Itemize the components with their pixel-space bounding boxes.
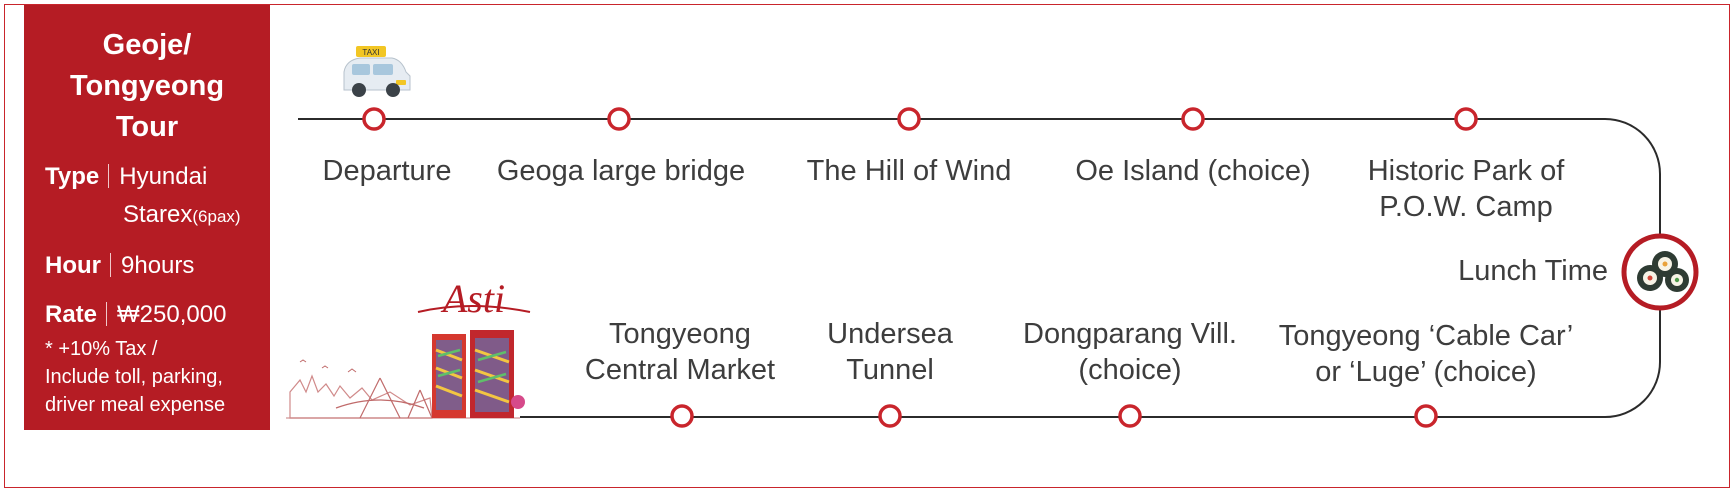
- type-row: Type Hyundai: [45, 163, 207, 191]
- hour-row: Hour 9hours: [45, 252, 194, 280]
- type-row-continued: Starex(6pax): [123, 201, 241, 229]
- stop-hill-of-wind: The Hill of Wind: [807, 153, 1012, 189]
- stop-oe-island: Oe Island (choice): [1075, 153, 1310, 189]
- rate-note-line: * +10% Tax /: [45, 338, 158, 360]
- stop-central-market: Tongyeong Central Market: [585, 316, 775, 388]
- stop-label: Central Market: [584, 354, 776, 386]
- route-node: [897, 107, 921, 131]
- type-value-model: Starex: [123, 201, 193, 228]
- tour-title-line: Tongyeong: [69, 70, 225, 102]
- lunch-time-label: Lunch Time: [1458, 255, 1608, 287]
- route-node: [1118, 404, 1142, 428]
- taxi-icon: TAXI: [343, 46, 411, 97]
- rate-note-line: driver meal expense: [45, 394, 226, 416]
- stop-departure: Departure: [323, 153, 452, 189]
- stop-label: Tunnel: [846, 354, 934, 386]
- stop-label: Departure: [322, 155, 452, 187]
- route-node: [1414, 404, 1438, 428]
- tour-title-line: Geoje/: [102, 29, 192, 61]
- city-skyline-illustration: Asti: [286, 276, 531, 419]
- stop-label: Dongparang Vill.: [1023, 318, 1237, 350]
- route-node: [670, 404, 694, 428]
- type-label: Type: [45, 163, 100, 190]
- type-capacity: (6pax): [192, 207, 241, 226]
- stop-label: P.O.W. Camp: [1379, 191, 1553, 223]
- stop-label: (choice): [1078, 354, 1182, 386]
- rate-label: Rate: [45, 301, 98, 328]
- stop-label: Oe Island (choice): [1075, 155, 1311, 187]
- stop-label: Historic Park of: [1367, 155, 1565, 187]
- hour-label: Hour: [45, 252, 101, 279]
- stop-label: Undersea: [827, 318, 953, 350]
- tour-title: Geoje/ Tongyeong Tour: [24, 25, 270, 148]
- tour-card-frame: [4, 4, 1730, 488]
- stop-label: The Hill of Wind: [806, 155, 1012, 187]
- stop-dongparang-village: Dongparang Vill. (choice): [1023, 316, 1237, 388]
- divider: [108, 164, 110, 188]
- stop-label: Tongyeong ‘Cable Car’: [1278, 320, 1574, 352]
- tour-title-line: Tour: [115, 111, 179, 143]
- stop-label: Geoga large bridge: [496, 155, 746, 187]
- stop-geoga-bridge: Geoga large bridge: [497, 153, 745, 189]
- stop-pow-camp-park: Historic Park of P.O.W. Camp: [1368, 153, 1565, 225]
- stop-label: or ‘Luge’ (choice): [1315, 356, 1537, 388]
- rate-row: Rate ₩250,000: [45, 301, 226, 329]
- route-node: [607, 107, 631, 131]
- divider: [110, 253, 111, 277]
- route-node: [878, 404, 902, 428]
- taxi-sign-text: TAXI: [362, 48, 379, 57]
- tour-info-panel: Geoje/ Tongyeong Tour Type Hyundai Starex…: [24, 5, 270, 430]
- rate-note: * +10% Tax / Include toll, parking, driv…: [45, 335, 225, 419]
- route-node: [362, 107, 386, 131]
- route-node: [1454, 107, 1478, 131]
- divider: [106, 302, 108, 326]
- rate-note-line: Include toll, parking,: [45, 366, 223, 388]
- asti-logo-text: Asti: [440, 276, 505, 321]
- kimbap-icon: [1621, 233, 1699, 311]
- type-value: Hyundai: [119, 163, 208, 190]
- stop-label: Tongyeong: [609, 318, 751, 350]
- stop-cable-car-luge: Tongyeong ‘Cable Car’ or ‘Luge’ (choice): [1279, 318, 1573, 390]
- stop-undersea-tunnel: Undersea Tunnel: [827, 316, 953, 388]
- route-node: [1181, 107, 1205, 131]
- hour-value: 9hours: [121, 252, 195, 279]
- rate-value: ₩250,000: [117, 301, 227, 328]
